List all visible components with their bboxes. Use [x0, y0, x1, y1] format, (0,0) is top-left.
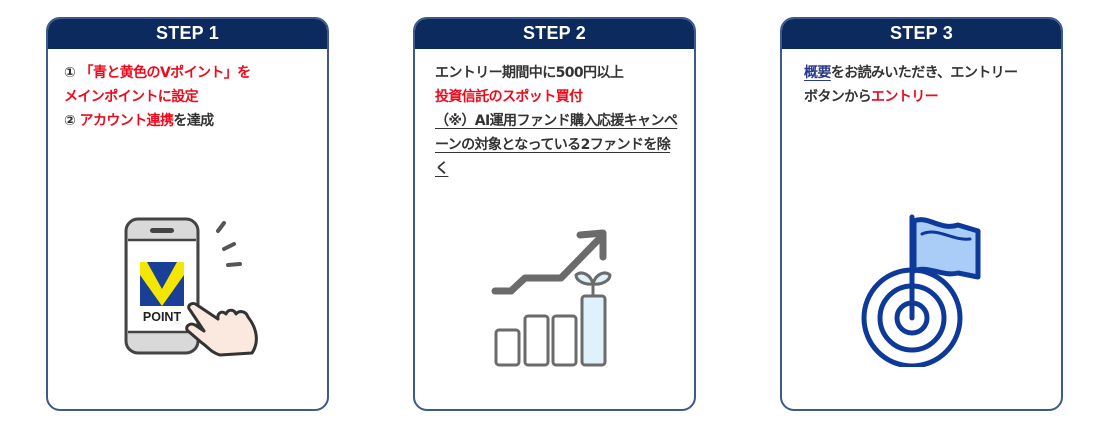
step-3-header: STEP 3: [782, 19, 1061, 49]
step-2-line-2: 投資信託のスポット買付: [435, 89, 583, 105]
svg-text:POINT: POINT: [143, 310, 182, 324]
account-link-text: アカウント連携: [79, 113, 174, 129]
entry-text: エントリー: [871, 89, 939, 105]
circled-number-1: ①: [64, 65, 76, 81]
growth-chart-sprout-icon: [481, 219, 631, 373]
circled-number-2: ②: [64, 113, 76, 129]
target-flag-icon: [850, 207, 990, 371]
step-1-card: STEP 1 ① 「青と黄色のVポイント」を メインポイントに設定 ② アカウン…: [46, 17, 329, 411]
step-1-description: ① 「青と黄色のVポイント」を メインポイントに設定 ② アカウント連携を達成: [48, 49, 327, 133]
overview-link[interactable]: 概要: [804, 65, 831, 81]
step-1-header: STEP 1: [48, 19, 327, 49]
step-2-header: STEP 2: [415, 19, 694, 49]
step-1-line-1: 「青と黄色のVポイント」を: [79, 65, 252, 81]
step-2-card: STEP 2 エントリー期間中に500円以上 投資信託のスポット買付 （※）AI…: [413, 17, 696, 411]
step-1-line-3-suffix: を達成: [173, 113, 214, 129]
step-2-line-1: エントリー期間中に500円以上: [435, 65, 624, 81]
step-3-description: 概要をお読みいただき、エントリーボタンからエントリー: [782, 49, 1044, 109]
step-2-description: エントリー期間中に500円以上 投資信託のスポット買付 （※）AI運用ファンド購…: [415, 49, 694, 181]
step-1-line-2: メインポイントに設定: [64, 89, 199, 105]
step-3-text: をお読みいただき、エントリーボタンから: [804, 65, 1018, 105]
phone-vpoint-tap-icon: POINT: [100, 207, 275, 371]
excluded-funds-note: （※）AI運用ファンド購入応援キャンペーンの対象となっている2ファンドを除く: [435, 113, 678, 177]
step-3-card: STEP 3 概要をお読みいただき、エントリーボタンからエントリー: [780, 17, 1063, 411]
